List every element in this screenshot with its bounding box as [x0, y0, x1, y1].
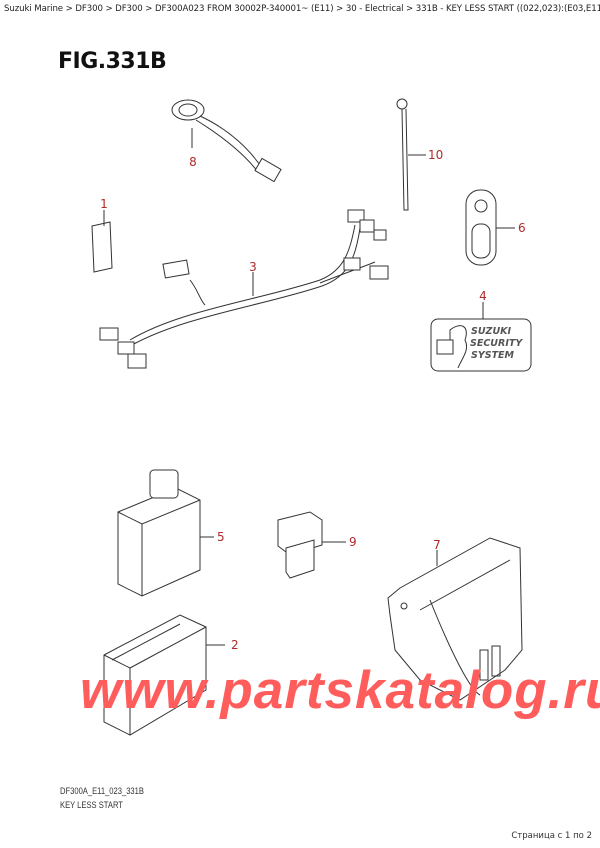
callout-5[interactable]: 5: [217, 530, 225, 544]
page-indicator: Страница с 1 по 2: [511, 831, 592, 841]
callout-3[interactable]: 3: [249, 260, 257, 274]
part-1-card[interactable]: [91, 221, 113, 273]
part-3-wiring-harness[interactable]: [99, 209, 389, 369]
label-line-2: SECURITY: [470, 338, 523, 349]
part-6-key-fob[interactable]: [465, 189, 497, 266]
callout-10[interactable]: 10: [428, 148, 443, 162]
callout-7[interactable]: 7: [433, 538, 441, 552]
figure-title: FIG.331B: [58, 49, 167, 74]
callout-1[interactable]: 1: [100, 197, 108, 211]
part-9-switch[interactable]: [277, 511, 323, 579]
diagram-name: KEY LESS START: [60, 800, 123, 811]
part-8-sensor-lead[interactable]: [171, 99, 282, 183]
watermark: www.partskatalog.ru: [80, 661, 600, 720]
part-4-security-label[interactable]: SUZUKI SECURITY SYSTEM: [430, 318, 532, 372]
callout-6[interactable]: 6: [518, 221, 526, 235]
callout-4[interactable]: 4: [479, 289, 487, 303]
part-7-bracket[interactable]: [387, 537, 523, 701]
part-10-cable-tie[interactable]: [396, 98, 409, 211]
label-line-3: SYSTEM: [471, 350, 515, 361]
label-line-1: SUZUKI: [471, 326, 512, 337]
part-5-control-unit[interactable]: [117, 469, 201, 597]
diagram-code: DF300A_E11_023_331B: [60, 786, 144, 797]
callout-9[interactable]: 9: [349, 535, 357, 549]
part-2-case[interactable]: [103, 614, 207, 736]
callout-8[interactable]: 8: [189, 155, 197, 169]
leader-lines: [103, 128, 515, 646]
callout-2[interactable]: 2: [231, 638, 239, 652]
breadcrumb[interactable]: Suzuki Marine > DF300 > DF300 > DF300A02…: [4, 4, 600, 14]
